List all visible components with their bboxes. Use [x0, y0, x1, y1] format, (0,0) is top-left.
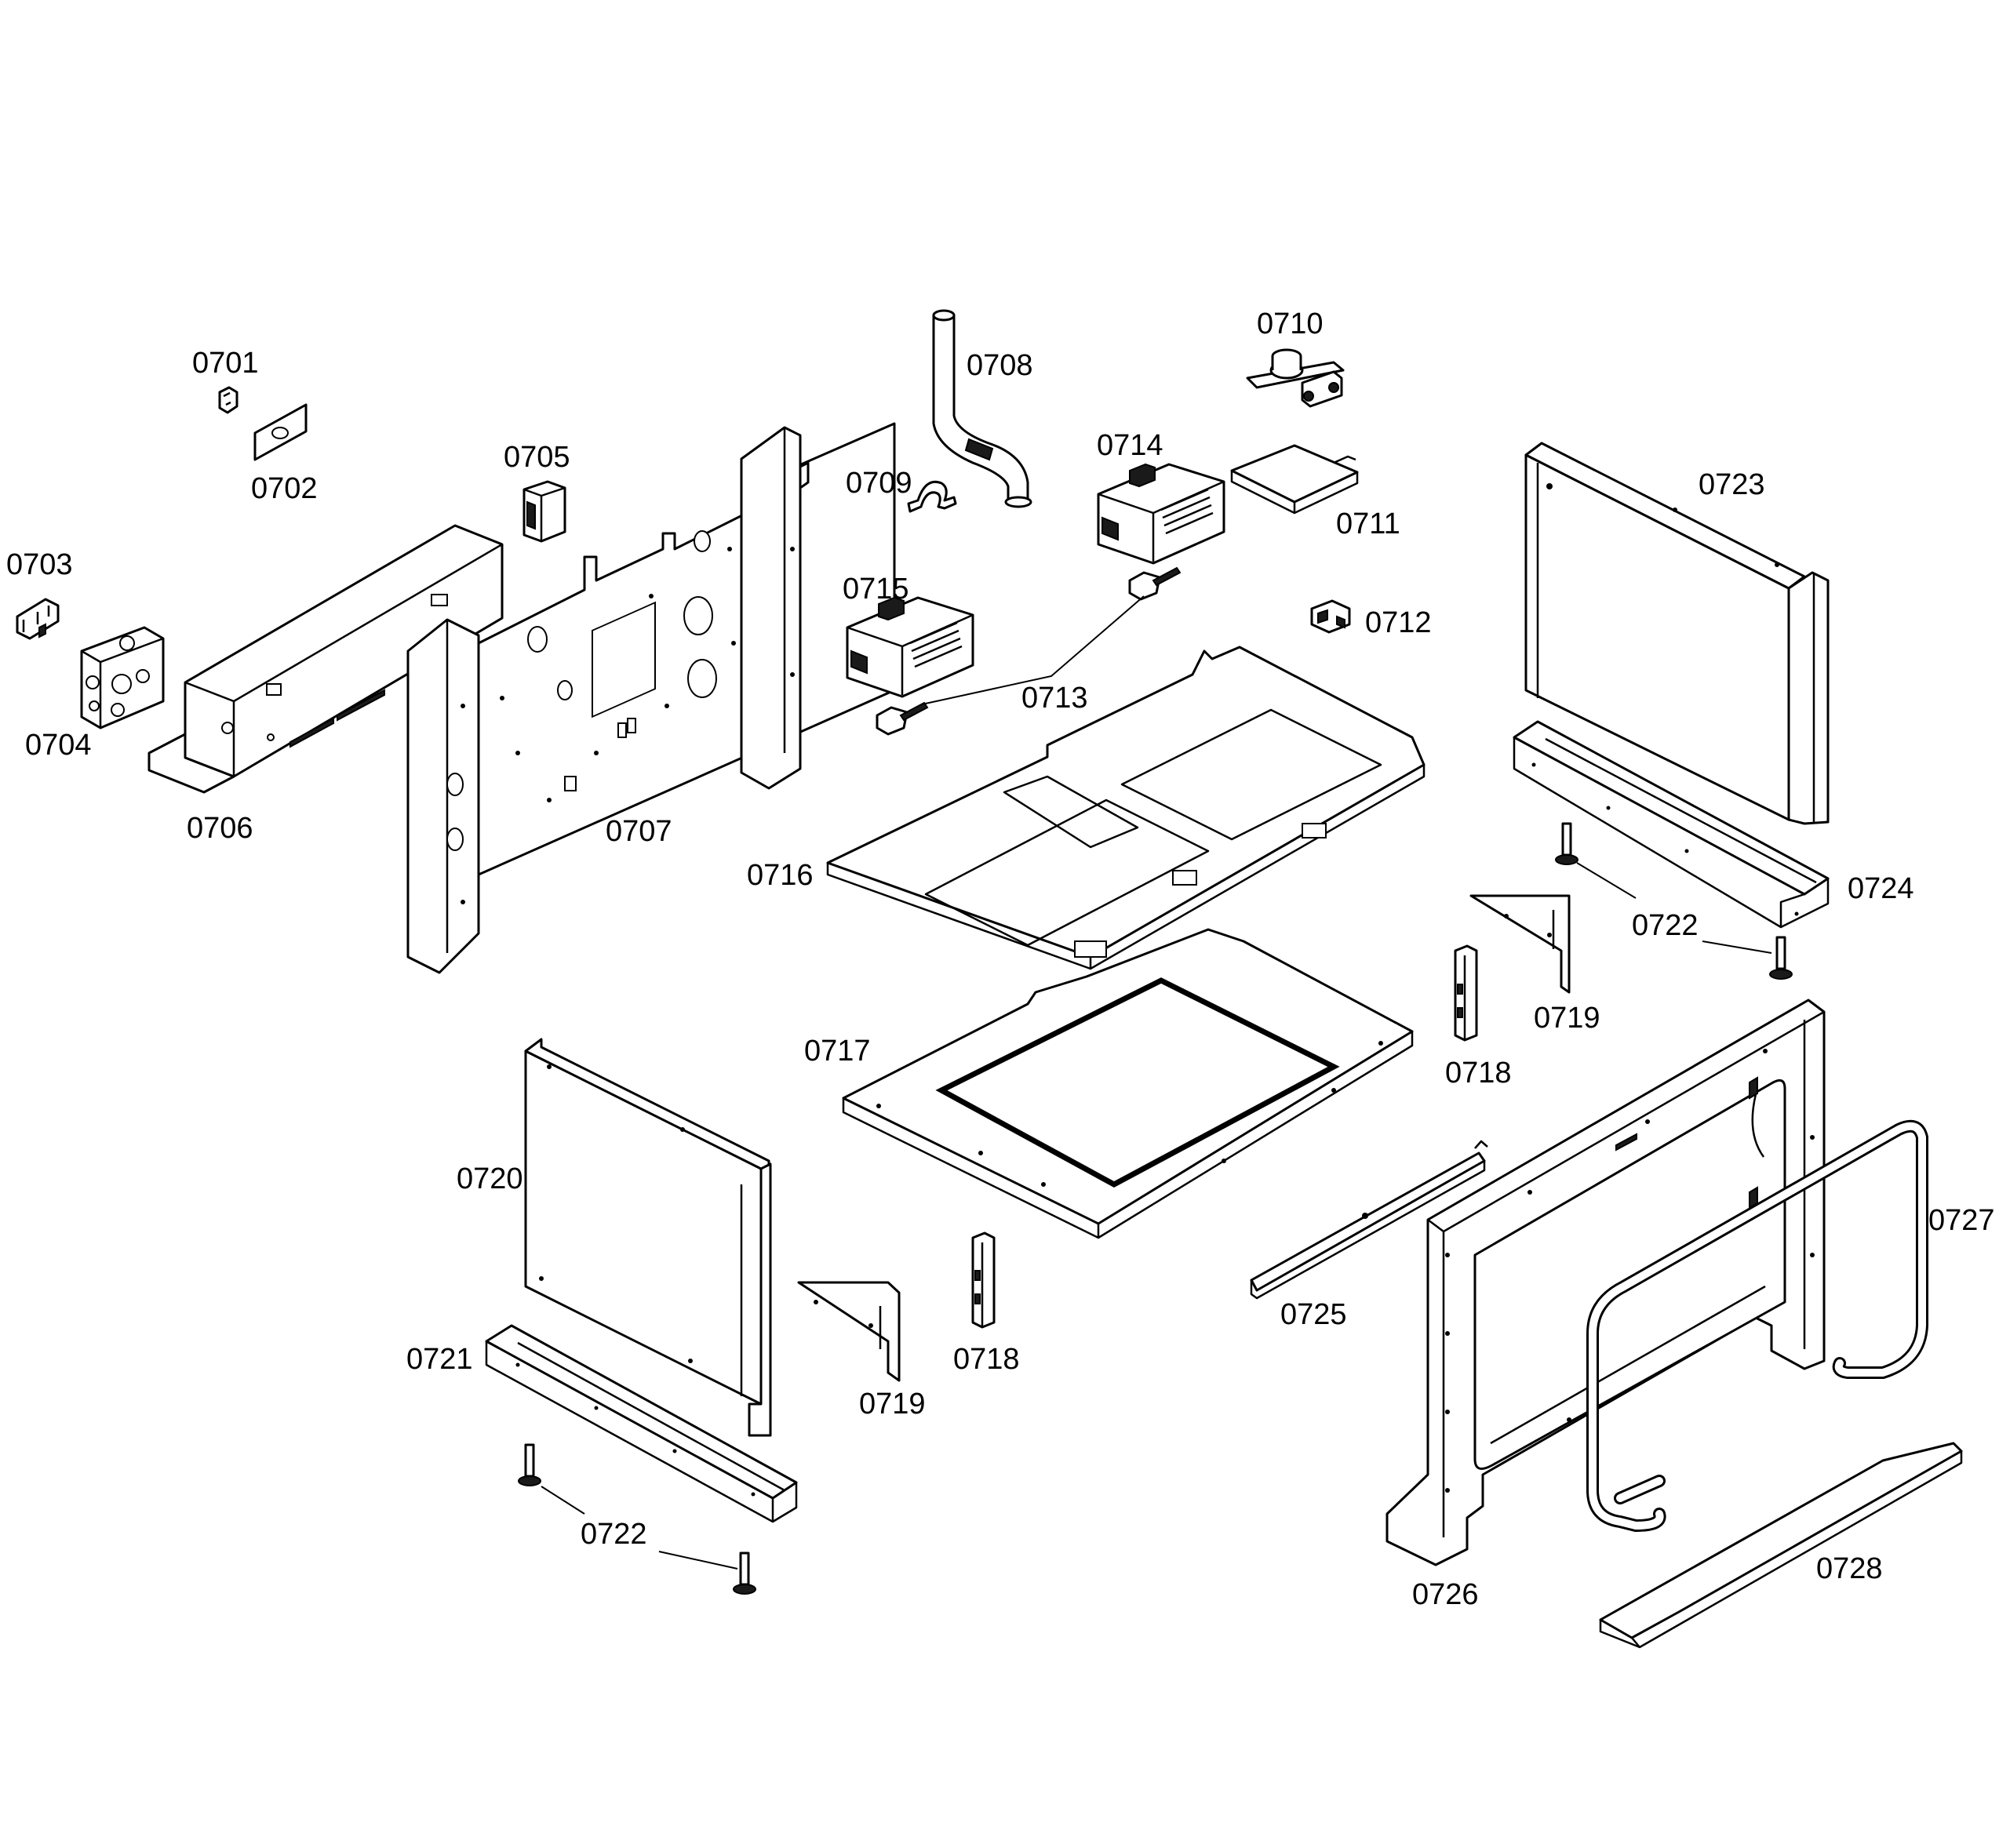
label-0703: 0703 — [6, 548, 73, 581]
label-0702: 0702 — [251, 472, 318, 505]
part-0727-rod — [1586, 1119, 1928, 1533]
part-0703-bracket — [16, 598, 60, 640]
label-0709: 0709 — [846, 467, 912, 500]
label-0722-left: 0722 — [581, 1518, 647, 1551]
label-0711: 0711 — [1336, 507, 1400, 540]
label-0707: 0707 — [606, 815, 672, 848]
part-0708-pipe — [932, 309, 1032, 508]
part-0719-gusset-lower — [797, 1281, 901, 1382]
part-0711-tray — [1230, 444, 1359, 515]
part-0726-front-frame — [1385, 999, 1826, 1566]
label-0718-lower: 0718 — [953, 1343, 1020, 1376]
part-0716-cooktop-frame — [826, 646, 1426, 970]
label-0704: 0704 — [25, 729, 92, 762]
part-0722-foot-left-a — [518, 1443, 541, 1486]
part-0701-clip — [218, 386, 238, 414]
part-0710-thermostat — [1246, 348, 1345, 408]
part-0728-kick-plate — [1599, 1442, 1963, 1649]
part-0714-fan-unit — [1097, 463, 1225, 565]
part-0720-side-panel — [524, 1038, 772, 1437]
leader-0722-left — [541, 1486, 738, 1570]
label-0710: 0710 — [1257, 307, 1324, 340]
label-0724: 0724 — [1848, 872, 1914, 905]
label-0727: 0727 — [1928, 1204, 1995, 1237]
label-0706: 0706 — [187, 812, 253, 845]
label-0719-upper: 0719 — [1534, 1002, 1600, 1035]
label-0722-right: 0722 — [1632, 909, 1699, 942]
part-0712-switch — [1310, 599, 1351, 634]
label-0728: 0728 — [1816, 1552, 1883, 1585]
label-0726: 0726 — [1412, 1578, 1479, 1611]
part-0718-bracket-upper — [1454, 944, 1478, 1042]
label-0705: 0705 — [504, 441, 570, 474]
label-0717: 0717 — [804, 1035, 871, 1068]
part-0723-right-panel — [1524, 442, 1830, 825]
label-0718-upper: 0718 — [1445, 1057, 1512, 1090]
part-0719-gusset-upper — [1469, 894, 1571, 994]
part-0709-clamp — [907, 480, 957, 513]
part-0702-plate — [253, 403, 308, 461]
part-0704-junction-box — [80, 626, 165, 729]
label-0716: 0716 — [747, 859, 814, 892]
label-0708: 0708 — [967, 349, 1033, 382]
part-0721-base-channel — [485, 1324, 798, 1523]
label-0719-lower: 0719 — [859, 1388, 926, 1421]
label-0723: 0723 — [1699, 468, 1765, 501]
label-0714: 0714 — [1097, 429, 1163, 462]
leader-0722-right — [1576, 862, 1772, 954]
label-0713: 0713 — [1021, 682, 1088, 715]
part-0715-fan-unit — [846, 596, 974, 698]
part-0713-lamp-holders — [876, 566, 1182, 736]
part-0705-switch — [523, 480, 566, 543]
part-0725-rail — [1250, 1140, 1488, 1300]
part-0706-rear-channel — [147, 524, 504, 794]
label-0720: 0720 — [457, 1162, 523, 1195]
part-0722-foot-right-a — [1555, 822, 1578, 865]
part-0722-foot-left-b — [733, 1552, 756, 1595]
part-0724-base-channel — [1513, 720, 1830, 929]
part-0717-bottom-panel — [842, 928, 1414, 1239]
part-0718-bracket-lower — [971, 1231, 996, 1329]
label-0725: 0725 — [1280, 1298, 1347, 1331]
label-0701: 0701 — [192, 347, 259, 380]
label-0715: 0715 — [843, 573, 909, 606]
label-0712: 0712 — [1365, 606, 1432, 639]
label-0721: 0721 — [406, 1343, 473, 1376]
part-0707-back-panel — [406, 422, 896, 974]
part-0722-foot-right-b — [1769, 936, 1793, 980]
